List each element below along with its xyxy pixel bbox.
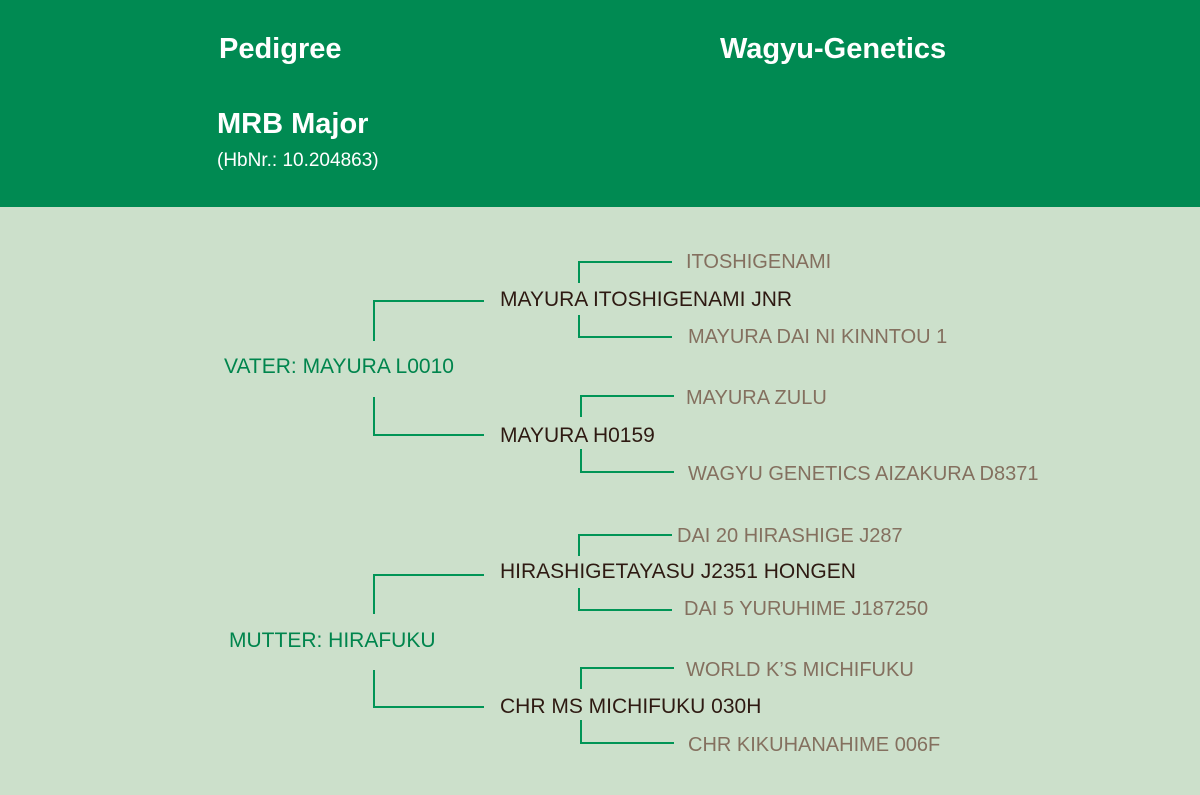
pedigree-connectors [373,261,674,744]
registration-number: (HbNr.: 10.204863) [217,150,379,171]
connector-paternal-grandsire-to-dam [578,315,672,338]
connector-maternal-grandsire-to-sire [578,534,672,556]
great-grandparent-mdd: CHR KIKUHANAHIME 006F [688,734,941,756]
sire-label: VATER: MAYURA L0010 [224,355,454,378]
brand-name: Wagyu-Genetics [720,33,947,65]
great-grandparent-pss: ITOSHIGENAMI [686,251,832,273]
connector-paternal-granddam-to-sire [580,395,674,417]
connector-dam-to-maternal-grandsire [373,574,484,614]
connector-paternal-granddam-to-dam [580,449,674,473]
page-title: Pedigree [219,33,342,65]
connector-sire-to-paternal-granddam [373,397,484,436]
great-grandparent-mds: WORLD K’S MICHIFUKU [686,659,914,681]
great-grandparent-msd: DAI 5 YURUHIME J187250 [684,598,929,620]
connector-maternal-granddam-to-sire [580,667,674,689]
connector-paternal-grandsire-to-sire [578,261,672,283]
connector-maternal-granddam-to-dam [580,720,674,744]
dam-label: MUTTER: HIRAFUKU [229,629,436,652]
paternal-granddam: MAYURA H0159 [500,424,655,447]
animal-name: MRB Major [217,108,369,140]
connector-maternal-grandsire-to-dam [578,588,672,611]
great-grandparent-mss: DAI 20 HIRASHIGE J287 [677,525,903,547]
header-banner: Pedigree Wagyu-Genetics MRB Major (HbNr.… [0,0,1200,207]
connector-sire-to-paternal-grandsire [373,300,484,341]
maternal-granddam: CHR MS MICHIFUKU 030H [500,695,762,718]
great-grandparent-psd: MAYURA DAI NI KINNTOU 1 [688,326,948,348]
connector-dam-to-maternal-granddam [373,670,484,708]
paternal-grandsire: MAYURA ITOSHIGENAMI JNR [500,288,793,311]
maternal-grandsire: HIRASHIGETAYASU J2351 HONGEN [500,560,856,583]
great-grandparent-pdd: WAGYU GENETICS AIZAKURA D8371 [688,463,1039,485]
great-grandparent-pds: MAYURA ZULU [686,387,827,409]
